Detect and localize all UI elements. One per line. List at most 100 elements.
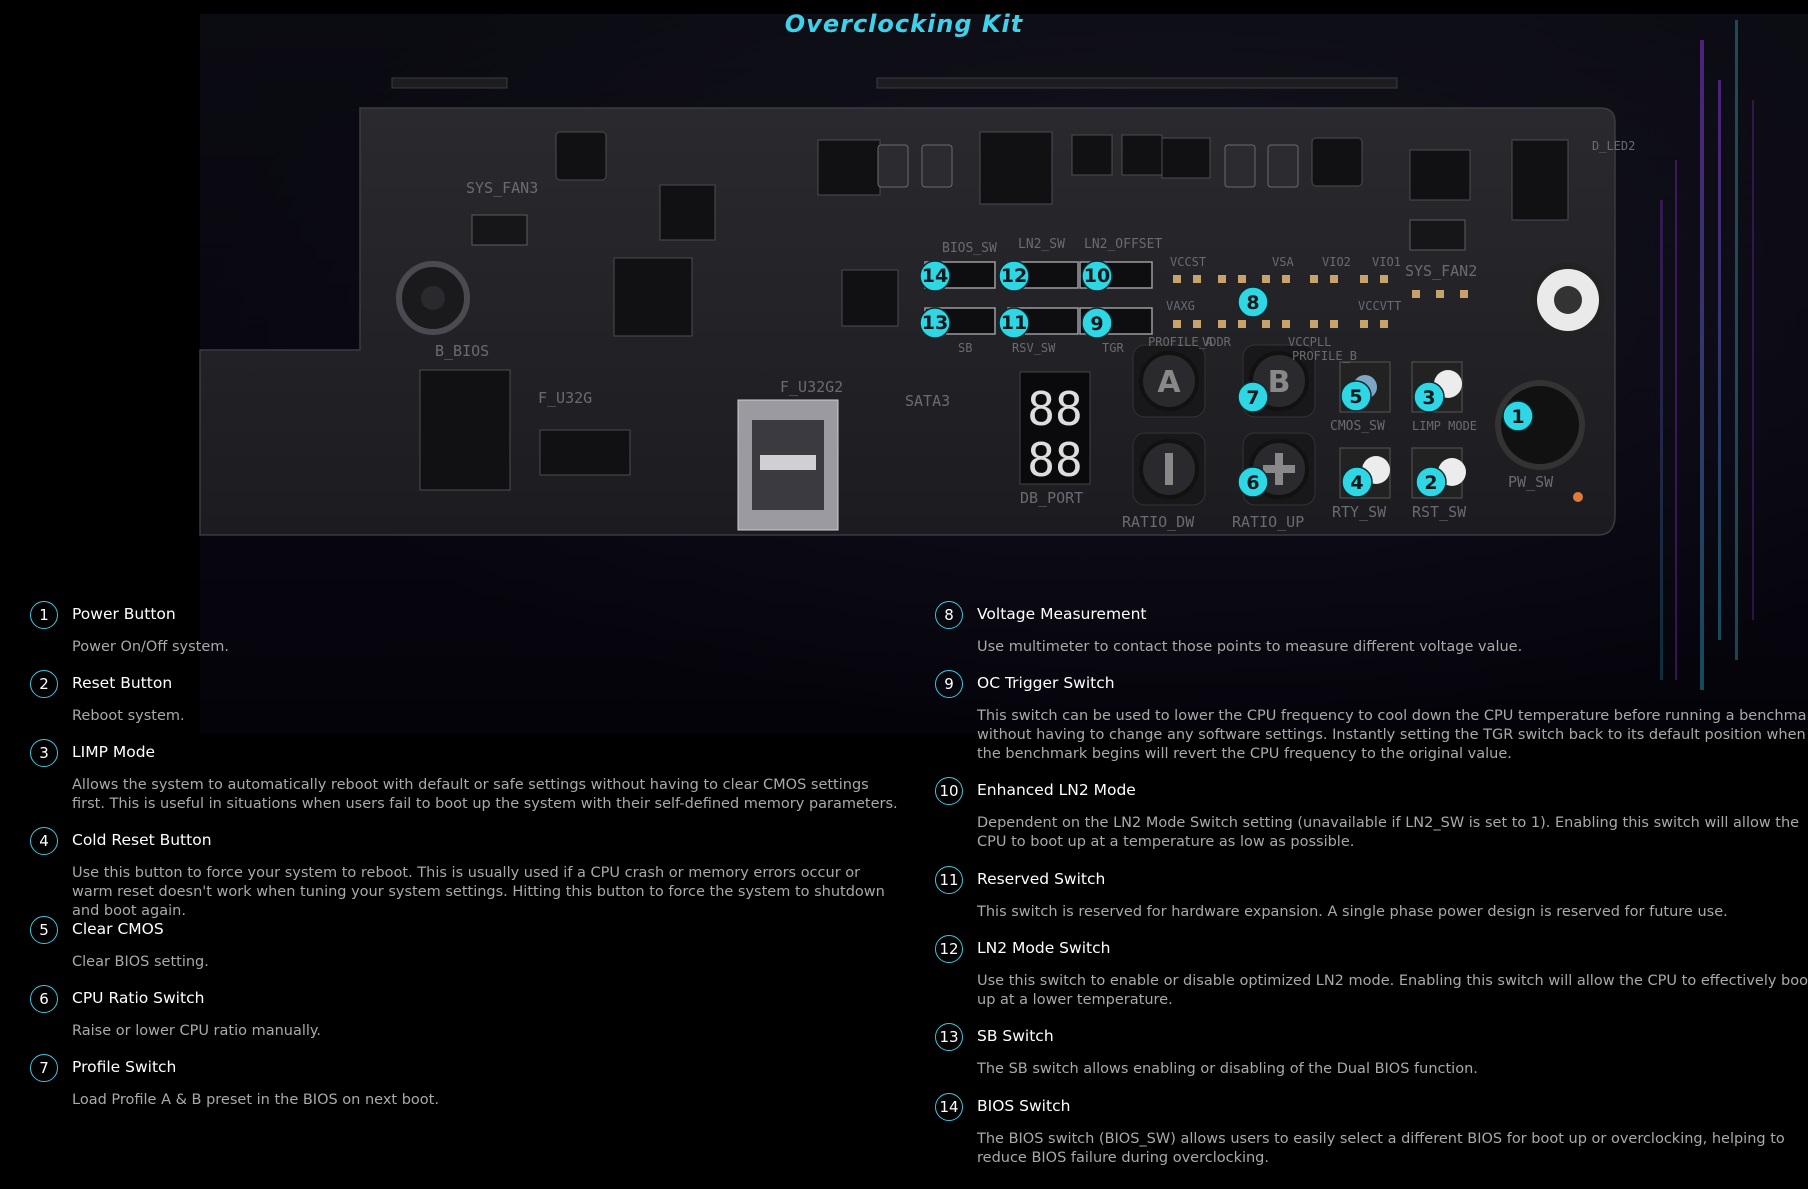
- feature-description: This switch can be used to lower the CPU…: [977, 708, 1808, 762]
- svg-text:VSA: VSA: [1272, 255, 1294, 269]
- svg-text:10: 10: [1084, 265, 1110, 287]
- callout-14[interactable]: 14: [919, 260, 951, 292]
- feature-number: 3: [30, 739, 58, 767]
- feature-description: The BIOS switch (BIOS_SW) allows users t…: [977, 1131, 1785, 1166]
- callout-3[interactable]: 3: [1413, 381, 1445, 413]
- svg-text:BIOS_SW: BIOS_SW: [942, 241, 997, 256]
- pcb-board: [199, 107, 1616, 536]
- feature-item-cpu-ratio-switch: 6 CPU Ratio Switch Raise or lower CPU rat…: [28, 982, 898, 1051]
- svg-text:SYS_FAN2: SYS_FAN2: [1405, 262, 1477, 280]
- neon-decoration: [1660, 20, 1754, 690]
- feature-description: Use this switch to enable or disable opt…: [977, 973, 1808, 1008]
- svg-text:CMOS_SW: CMOS_SW: [1330, 419, 1385, 434]
- svg-text:2: 2: [1424, 472, 1437, 494]
- callout-12[interactable]: 12: [998, 260, 1030, 292]
- svg-text:88: 88: [1027, 382, 1082, 436]
- callout-8[interactable]: 8: [1237, 286, 1269, 318]
- svg-text:9: 9: [1090, 313, 1103, 335]
- fan-icon: [396, 261, 1605, 337]
- feature-title: Clear CMOS: [72, 920, 164, 938]
- svg-text:VAXG: VAXG: [1166, 299, 1195, 313]
- feature-number: 11: [935, 866, 963, 894]
- svg-text:7: 7: [1246, 387, 1259, 409]
- svg-text:VIO1: VIO1: [1372, 255, 1401, 269]
- feature-number: 5: [30, 916, 58, 944]
- callout-11[interactable]: 11: [998, 307, 1030, 339]
- feature-title: Cold Reset Button: [72, 831, 212, 849]
- page-title: Overclocking Kit: [784, 10, 1024, 38]
- svg-text:6: 6: [1246, 472, 1259, 494]
- chips: [419, 131, 1569, 491]
- feature-item-oc-trigger-switch: 9 OC Trigger Switch This switch can be us…: [933, 667, 1808, 774]
- feature-title: Reserved Switch: [977, 870, 1106, 888]
- voltage-points: [1173, 275, 1468, 328]
- feature-title: OC Trigger Switch: [977, 674, 1115, 692]
- svg-text:LN2_SW: LN2_SW: [1018, 237, 1065, 252]
- feature-description: Power On/Off system.: [72, 639, 229, 655]
- svg-text:RATIO_DW: RATIO_DW: [1122, 513, 1195, 531]
- feature-title: Reset Button: [72, 674, 173, 692]
- svg-text:4: 4: [1350, 472, 1363, 494]
- feature-description: Raise or lower CPU ratio manually.: [72, 1023, 322, 1039]
- svg-text:VCCST: VCCST: [1170, 255, 1206, 269]
- feature-number: 6: [30, 985, 58, 1013]
- callout-10[interactable]: 10: [1081, 260, 1113, 292]
- feature-number: 7: [30, 1054, 58, 1082]
- svg-text:3: 3: [1422, 387, 1435, 409]
- svg-text:D_LED2: D_LED2: [1592, 139, 1635, 153]
- svg-text:SATA3: SATA3: [905, 392, 950, 410]
- feature-number: 8: [935, 601, 963, 629]
- svg-text:PROFILE_B: PROFILE_B: [1292, 349, 1357, 363]
- svg-text:B_BIOS: B_BIOS: [435, 342, 489, 360]
- feature-title: CPU Ratio Switch: [72, 989, 205, 1007]
- feature-description: Dependent on the LN2 Mode Switch setting…: [977, 815, 1800, 850]
- feature-number: 12: [935, 935, 963, 963]
- svg-text:A: A: [1157, 365, 1181, 400]
- feature-description: Clear BIOS setting.: [72, 954, 209, 970]
- svg-text:F_U32G: F_U32G: [538, 389, 592, 407]
- callout-1[interactable]: 1: [1502, 400, 1534, 432]
- feature-number: 9: [935, 670, 963, 698]
- svg-text:SB: SB: [958, 341, 972, 355]
- svg-text:LN2_OFFSET: LN2_OFFSET: [1084, 237, 1162, 252]
- svg-text:88: 88: [1027, 433, 1082, 487]
- svg-text:VCCVTT: VCCVTT: [1358, 299, 1401, 313]
- callout-13[interactable]: 13: [919, 307, 951, 339]
- pcie-slot: [391, 77, 1398, 89]
- svg-text:SYS_FAN3: SYS_FAN3: [466, 179, 538, 197]
- callout-5[interactable]: 5: [1340, 380, 1372, 412]
- feature-title: Enhanced LN2 Mode: [977, 781, 1136, 799]
- feature-item-profile-switch: 7 Profile Switch Load Profile A & B prese…: [28, 1051, 898, 1120]
- feature-title: Profile Switch: [72, 1058, 177, 1076]
- svg-text:13: 13: [922, 312, 948, 334]
- feature-description: Load Profile A & B preset in the BIOS on…: [72, 1092, 439, 1108]
- feature-title: SB Switch: [977, 1027, 1054, 1045]
- svg-text:PROFILE_A: PROFILE_A: [1148, 335, 1214, 349]
- feature-number: 1: [30, 601, 58, 629]
- callout-6[interactable]: 6: [1237, 466, 1269, 498]
- svg-text:PW_SW: PW_SW: [1508, 473, 1554, 491]
- callout-7[interactable]: 7: [1237, 381, 1269, 413]
- svg-text:LIMP MODE: LIMP MODE: [1412, 419, 1477, 433]
- callout-4[interactable]: 4: [1341, 466, 1373, 498]
- svg-text:RSV_SW: RSV_SW: [1012, 341, 1056, 355]
- callout-9[interactable]: 9: [1081, 307, 1113, 339]
- feature-number: 13: [935, 1023, 963, 1051]
- feature-title: BIOS Switch: [977, 1097, 1071, 1115]
- feature-item-bios-switch: 14 BIOS Switch The BIOS switch (BIOS_SW) …: [933, 1090, 1808, 1179]
- fan-headers: [471, 214, 1466, 251]
- feature-title: LN2 Mode Switch: [977, 939, 1111, 957]
- svg-text:14: 14: [922, 265, 948, 287]
- svg-text:TGR: TGR: [1102, 341, 1124, 355]
- callout-2[interactable]: 2: [1415, 466, 1447, 498]
- svg-text:11: 11: [1001, 312, 1027, 334]
- feature-number: 14: [935, 1093, 963, 1121]
- feature-description: Reboot system.: [72, 708, 185, 724]
